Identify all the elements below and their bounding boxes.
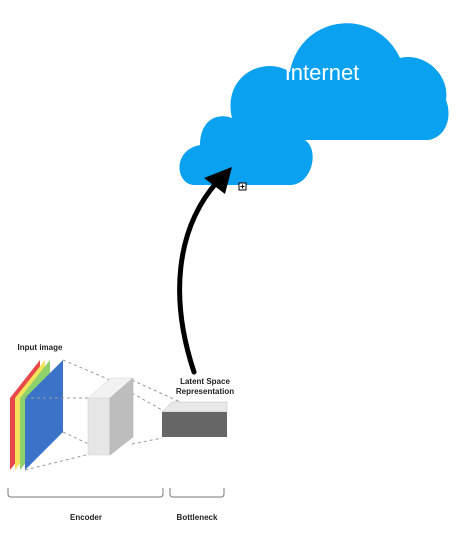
bottleneck-bracket	[169, 488, 225, 498]
latent-front	[162, 412, 227, 437]
upload-arrow	[177, 167, 232, 375]
projection-lines	[24, 359, 181, 471]
encoder-front	[87, 397, 111, 456]
bottleneck-label: Bottleneck	[177, 513, 218, 522]
latent-top	[161, 401, 228, 413]
latent-label-line2: Representation	[176, 387, 234, 396]
latent-block	[161, 401, 228, 437]
arrow-shaft	[177, 179, 220, 375]
encoder-bracket	[7, 488, 164, 498]
input-image-stack	[10, 360, 63, 470]
encoder-label: Encoder	[70, 513, 102, 522]
cloud-label: Internet	[285, 60, 360, 85]
encoder-block	[87, 377, 134, 456]
plus-square-icon[interactable]	[238, 182, 247, 191]
input-image-label: Input image	[18, 343, 63, 352]
arrow-head	[204, 167, 232, 194]
cloud-shape	[179, 23, 449, 185]
encoder-side	[109, 377, 134, 456]
latent-label-line1: Latent Space	[180, 377, 230, 386]
image-layer-blue	[25, 360, 63, 470]
internet-cloud: Internet	[179, 23, 449, 185]
